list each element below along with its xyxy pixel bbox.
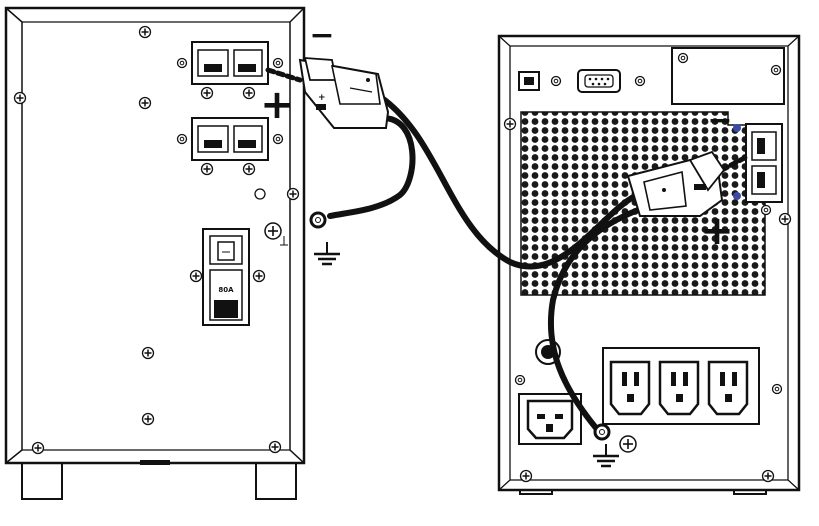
positive-polarity-mark-right: +	[700, 208, 734, 254]
screw-icon	[761, 469, 775, 483]
ac-input-inlet	[518, 393, 582, 445]
battery-cables	[265, 67, 751, 431]
output-receptacles	[602, 347, 760, 425]
battery-cable	[379, 95, 638, 270]
ups-ground-cable	[547, 207, 641, 431]
right-foot	[255, 460, 297, 500]
ground-terminal-ring	[254, 188, 266, 200]
ups-ground-screw-icon	[619, 435, 637, 453]
left-foot	[21, 460, 63, 500]
screw-icon	[31, 441, 45, 455]
positive-polarity-mark-left: +	[260, 82, 294, 128]
ground-symbol-icon	[312, 240, 342, 266]
option-card-slot	[671, 47, 785, 105]
screw-icon	[286, 187, 300, 201]
screw-icon	[268, 440, 282, 454]
ground-ring-terminal-right	[593, 423, 611, 441]
battery-pack-unit: 80A	[4, 6, 306, 500]
ups-battery-connector	[733, 123, 783, 216]
ground-screw-icon	[264, 222, 288, 246]
usb-port-icon	[518, 71, 540, 91]
screw-icon	[138, 25, 152, 39]
battery-pack-ground-cable	[327, 115, 416, 219]
ground-ring-terminal-left	[309, 211, 327, 229]
negative-polarity-mark-right: −	[707, 103, 732, 138]
screw-icon	[141, 412, 155, 426]
circuit-breaker: 80A	[189, 228, 266, 326]
serial-port-icon	[577, 69, 621, 93]
screw-icon	[13, 91, 27, 105]
negative-polarity-mark-left: −	[309, 18, 334, 53]
screw-icon	[141, 346, 155, 360]
battery-cable-plug-right	[626, 150, 726, 217]
screw-icon	[778, 212, 792, 226]
screw-icon	[519, 469, 533, 483]
screw-icon	[138, 96, 152, 110]
outlet-icon	[707, 360, 749, 416]
breaker-rating-label: 80A	[218, 286, 234, 294]
outlet-icon	[658, 360, 700, 416]
svg-text:+: +	[318, 93, 326, 103]
battery-connector-lower	[176, 117, 284, 176]
breaker-switch	[214, 300, 238, 318]
battery-connector-upper	[176, 41, 284, 100]
screw-icon	[503, 117, 517, 131]
battery-cable-plug-left: +	[298, 57, 390, 129]
outlet-icon	[609, 360, 651, 416]
